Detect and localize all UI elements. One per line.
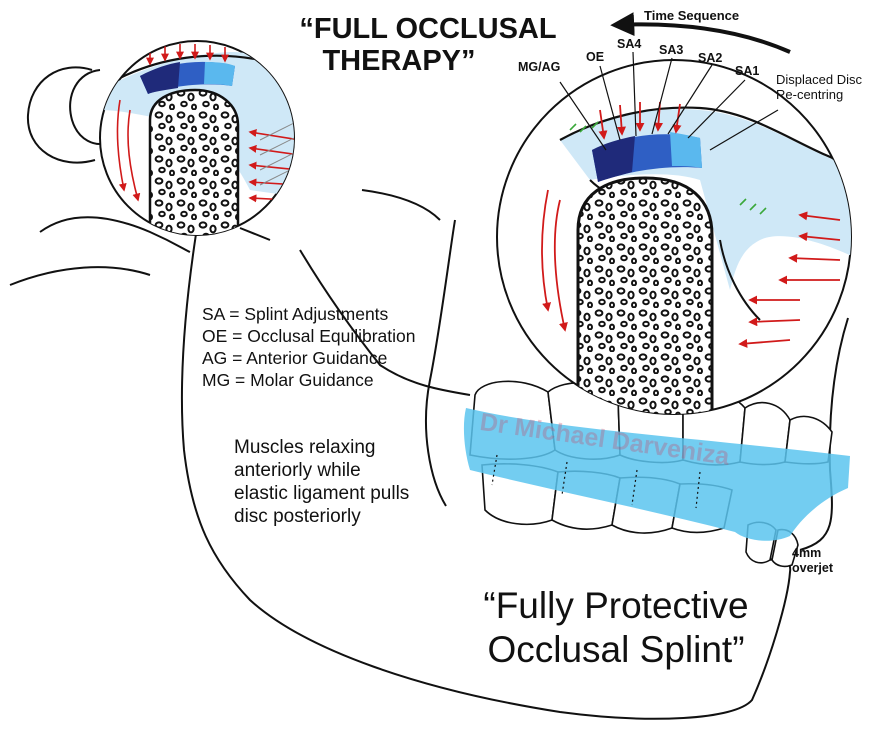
label-sa4: SA4 xyxy=(617,37,642,51)
label-mg-ag: MG/AG xyxy=(518,60,561,74)
muscle-note-line-3: elastic ligament pulls xyxy=(234,483,410,504)
displaced-disc-label: Displaced Disc Re-centring xyxy=(776,72,862,102)
large-condyle xyxy=(576,176,714,414)
muscle-note-line-1: Muscles relaxing xyxy=(234,437,376,458)
overjet-line-2: overjet xyxy=(792,561,833,575)
legend: SA = Splint Adjustments OE = Occlusal Eq… xyxy=(202,303,416,391)
label-sa2: SA2 xyxy=(698,51,723,65)
skull-outline xyxy=(9,66,441,286)
displaced-disc-line-1: Displaced Disc xyxy=(776,72,862,87)
legend-oe: OE = Occlusal Equilibration xyxy=(202,326,416,346)
occlusal-splint xyxy=(463,408,850,541)
title-line-2: THERAPY” xyxy=(322,45,476,77)
legend-ag: AG = Anterior Guidance xyxy=(202,348,388,368)
legend-mg: MG = Molar Guidance xyxy=(202,370,374,390)
adjustment-pointers xyxy=(559,51,779,151)
muscle-note: Muscles relaxing anteriorly while elasti… xyxy=(234,436,409,528)
tooth-midlines xyxy=(491,454,701,509)
label-sa1: SA1 xyxy=(735,64,760,78)
displaced-disc-line-2: Re-centring xyxy=(776,87,844,102)
label-oe: OE xyxy=(586,50,605,64)
time-sequence-arrow xyxy=(610,12,791,54)
legend-sa: SA = Splint Adjustments xyxy=(202,304,389,324)
time-sequence-label: Time Sequence xyxy=(644,8,740,23)
muscle-note-line-4: disc posteriorly xyxy=(234,506,361,527)
overjet-line-1: 4mm xyxy=(792,546,822,560)
splint-title-line-2: Occlusal Splint” xyxy=(487,629,745,670)
splint-title-line-1: “Fully Protective xyxy=(483,585,749,626)
muscle-note-line-2: anteriorly while xyxy=(234,460,361,481)
overjet-label: 4mm overjet xyxy=(792,546,833,576)
splint-title: “Fully Protective Occlusal Splint” xyxy=(468,584,764,672)
title-line-1: “FULL OCCLUSAL xyxy=(299,13,557,45)
label-sa3: SA3 xyxy=(659,43,684,57)
small-condyle xyxy=(148,88,240,235)
